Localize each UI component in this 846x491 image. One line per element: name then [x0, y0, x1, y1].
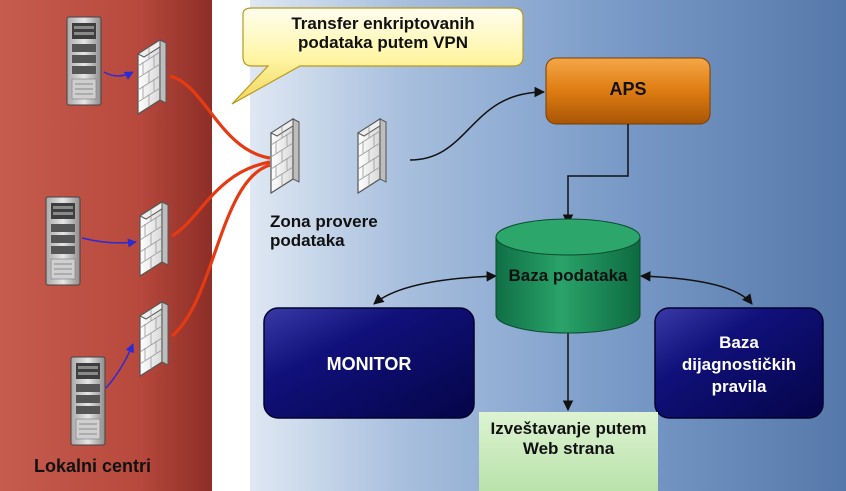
monitor-label: MONITOR — [326, 354, 412, 374]
izvest-label: Izveštavanje putem Web strana — [490, 419, 647, 458]
server-icon — [45, 196, 81, 286]
baza-label: Baza podataka — [508, 266, 628, 285]
vpn-link — [169, 74, 271, 160]
vpn-callout — [231, 7, 524, 105]
server-icon — [66, 16, 102, 106]
vpn-link — [171, 160, 271, 238]
vpn-links — [169, 74, 271, 338]
db-monitor-arrow — [373, 271, 498, 305]
aps-to-db-arrow — [562, 124, 629, 226]
zona-label: Zona provere podataka — [270, 212, 378, 251]
dijag-label: Baza dijagnostičkih pravila — [681, 333, 797, 397]
monitor-box — [263, 307, 475, 419]
local-link — [81, 237, 137, 248]
aps-label: APS — [609, 79, 647, 99]
rules-box — [654, 307, 824, 419]
report-box — [479, 412, 658, 491]
local-centers-panel — [0, 0, 212, 491]
fw-to-aps-arrow — [409, 86, 546, 161]
callout-text: Transfer enkriptovanih podataka putem VP… — [291, 14, 475, 53]
server-icon — [70, 356, 106, 446]
local-link — [105, 343, 134, 389]
db-rules-arrow — [639, 271, 753, 305]
lokalni-label: Lokalni centri — [34, 456, 152, 476]
local-link — [103, 71, 134, 80]
vpn-link — [170, 163, 271, 338]
database-cylinder — [495, 218, 641, 334]
